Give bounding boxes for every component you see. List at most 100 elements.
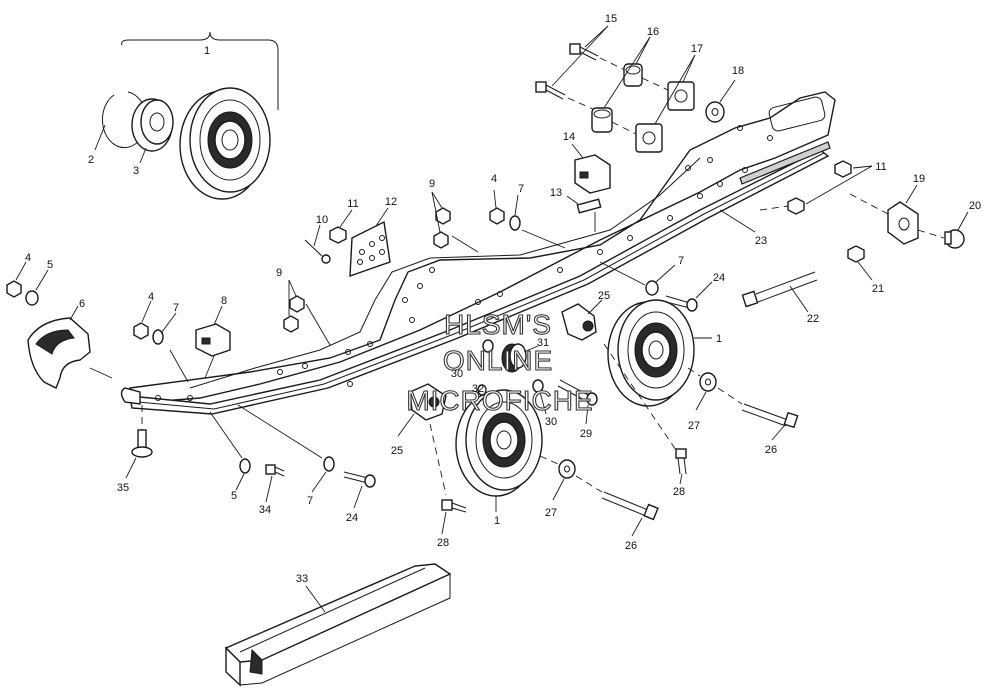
washer-18 (705, 101, 725, 123)
nut-4-top (489, 207, 505, 225)
callout-label: 18 (732, 65, 744, 77)
end-cap-6 (27, 305, 113, 389)
callout-label: 35 (117, 482, 129, 494)
arm-25-right (561, 299, 603, 341)
callout-label: 29 (580, 428, 592, 440)
callout-label: 7 (307, 495, 313, 507)
bolt-26-right (717, 387, 799, 441)
bolt-35 (125, 405, 153, 479)
hyfax-strip-33 (224, 563, 452, 687)
callout-label: 10 (316, 214, 328, 226)
bolt-24-right (665, 281, 713, 312)
nut-9-left (283, 279, 331, 346)
callout-label: 5 (47, 259, 53, 271)
bolt-26-center (575, 475, 659, 537)
callout-label: 4 (25, 252, 31, 264)
wear-strip-23 (739, 141, 831, 185)
callout-label: 19 (913, 173, 925, 185)
callout-label: 20 (969, 200, 981, 212)
callout-label: 28 (673, 486, 685, 498)
callout-label: 5 (231, 490, 237, 502)
callout-label: 13 (550, 187, 562, 199)
cap-20 (917, 211, 969, 249)
callout-label: 15 (605, 13, 617, 25)
callout-label: 12 (385, 196, 397, 208)
callout-label: 9 (276, 267, 282, 279)
callout-label: 24 (713, 272, 725, 284)
callout-label: 32 (472, 383, 484, 395)
block-17a (667, 81, 695, 111)
washer-7-top (509, 215, 521, 231)
washer-7-lower (323, 456, 335, 472)
slide-rail (127, 91, 836, 415)
assembly-bracket (121, 31, 279, 110)
callout-label: 26 (625, 540, 637, 552)
callout-label: 24 (346, 512, 358, 524)
nut-11-right (759, 160, 873, 215)
callout-label: 27 (545, 507, 557, 519)
callout-label: 30 (545, 416, 557, 428)
callout-label: 1 (716, 333, 722, 345)
callout-label: 21 (872, 283, 884, 295)
bolt-22 (741, 271, 818, 313)
bolt-34 (265, 464, 285, 503)
nut-21 (847, 245, 865, 263)
watermark-line-2: ONLINE (443, 345, 553, 376)
callout-label: 33 (296, 573, 308, 585)
wheel-center (455, 389, 543, 512)
washer-30a (482, 339, 494, 353)
washer-27-right (699, 372, 717, 392)
callout-label: 7 (518, 183, 524, 195)
callout-labels: 1 2 3 15 16 17 18 14 13 11 19 20 9 4 7 1… (25, 13, 981, 585)
callout-label: 1 (494, 515, 500, 527)
callout-label: 23 (755, 235, 767, 247)
callout-label: 28 (437, 537, 449, 549)
arm-25-left (397, 383, 447, 496)
callout-label: 3 (133, 165, 139, 177)
callout-label: 17 (691, 43, 703, 55)
callout-label: 2 (88, 154, 94, 166)
bearing-part (131, 98, 174, 164)
bolt-10 (304, 224, 331, 264)
spacer-31 (501, 343, 539, 373)
bolt-15b (535, 81, 566, 100)
bracket-19 (849, 184, 919, 245)
callout-label: 7 (173, 302, 179, 314)
callout-label: 27 (688, 420, 700, 432)
nut-11-left (329, 226, 347, 244)
callout-label: 6 (79, 298, 85, 310)
callout-label: 14 (563, 131, 575, 143)
washer-27-center (558, 459, 576, 479)
spacer-16a (623, 63, 643, 87)
washer-30b (532, 379, 544, 393)
bolt-29 (557, 379, 598, 425)
washer-7-mid (152, 329, 164, 345)
callout-label: 7 (678, 255, 684, 267)
wheel-right (607, 299, 712, 407)
bolt-28-right (603, 343, 687, 485)
pin-13 (566, 195, 602, 232)
callout-label: 16 (647, 26, 659, 38)
callout-label: 30 (451, 368, 463, 380)
nut-9-top (431, 191, 479, 253)
callout-label: 22 (807, 313, 819, 325)
plate-12 (349, 207, 391, 278)
callout-label: 9 (429, 178, 435, 190)
stopper-14 (571, 143, 611, 194)
callout-label: 4 (148, 291, 154, 303)
block-17b (635, 123, 663, 153)
callout-label: 1 (204, 45, 210, 57)
nut-4-left (6, 280, 22, 298)
callout-label: 26 (765, 444, 777, 456)
rail-tip (120, 387, 141, 405)
idler-wheel-part (179, 87, 271, 200)
watermark: HLSM'S ONLINE MICROFICHE (406, 308, 593, 416)
callout-label: 4 (491, 173, 497, 185)
callout-label: 11 (347, 198, 358, 210)
watermark-line-3: MICROFICHE (406, 385, 593, 416)
callout-label: 31 (537, 337, 549, 349)
slider-block-8 (195, 305, 231, 379)
callout-label: 25 (391, 445, 403, 457)
callout-label: 25 (598, 290, 610, 302)
